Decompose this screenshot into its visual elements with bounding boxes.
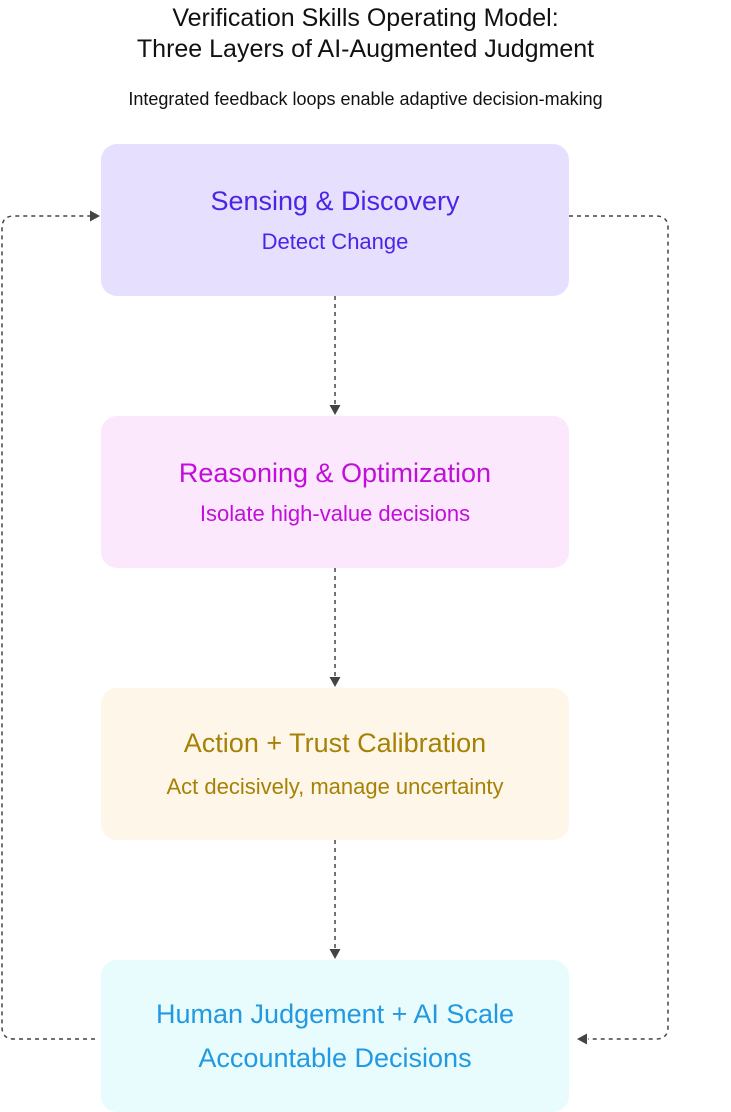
arrowhead-left-icon [577, 1033, 587, 1045]
layer-box-sensing: Sensing & Discovery Detect Change [101, 144, 569, 296]
layer-title: Reasoning & Optimization [178, 458, 492, 488]
arrowhead-down-icon [329, 677, 341, 687]
layer-title: Sensing & Discovery [210, 186, 460, 216]
layer-subtitle: Act decisively, manage uncertainty [166, 774, 504, 799]
arrowhead-down-icon [329, 949, 341, 959]
diagram-title-line-2: Three Layers of AI-Augmented Judgment [136, 35, 595, 63]
diagram-subtitle: Integrated feedback loops enable adaptiv… [128, 89, 603, 109]
layer-box-reasoning: Reasoning & Optimization Isolate high-va… [101, 416, 569, 568]
feedback-loop-right [569, 215, 669, 1040]
layer-title: Human Judgement + AI Scale [156, 999, 514, 1029]
arrowhead-right-icon [90, 210, 100, 222]
diagram-title-line-1: Verification Skills Operating Model: [172, 4, 559, 32]
layer-box-human-judgement: Human Judgement + AI Scale Accountable D… [101, 960, 569, 1112]
layer-box-action: Action + Trust Calibration Act decisivel… [101, 688, 569, 840]
layer-subtitle: Accountable Decisions [198, 1043, 472, 1073]
layer-title: Action + Trust Calibration [183, 728, 487, 758]
layer-subtitle: Detect Change [261, 229, 409, 254]
layer-subtitle: Isolate high-value decisions [199, 501, 471, 526]
feedback-loop-left [1, 215, 95, 1040]
arrowhead-down-icon [329, 405, 341, 415]
